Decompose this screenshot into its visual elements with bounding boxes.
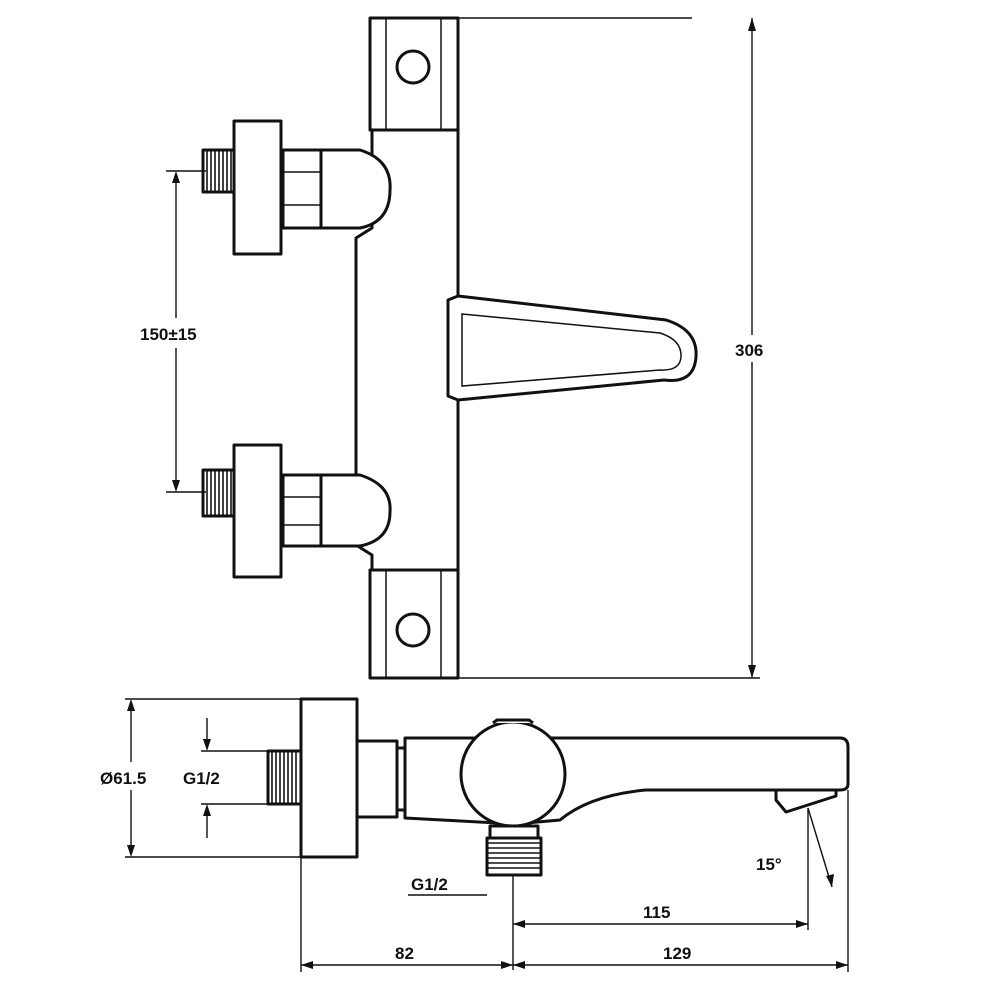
outlet-to-spout-dimension: 115 — [512, 875, 808, 970]
outlet-to-spout-end-label: 129 — [663, 944, 691, 963]
overall-height-dimension: 306 — [458, 17, 763, 679]
outlet-thread-dimension: G1/2 — [408, 875, 487, 896]
wall-flange — [299, 697, 359, 859]
connection-nut — [355, 739, 399, 819]
flange-diameter-dimension: Ø61.5 — [100, 698, 301, 858]
lower-inlet-thread — [201, 468, 236, 518]
side-view: Ø61.5 G1/2 G1/2 15° — [100, 697, 850, 972]
cartridge-housing — [459, 718, 567, 828]
wall-to-outlet-label: 82 — [395, 944, 414, 963]
outlet-thread-label: G1/2 — [411, 875, 448, 894]
inlet-spacing-dimension: 150±15 — [140, 170, 206, 493]
inlet-spacing-label: 150±15 — [140, 325, 197, 344]
bottom-end-cap — [368, 568, 460, 680]
flange-diameter-label: Ø61.5 — [100, 769, 146, 788]
front-spout — [446, 294, 698, 402]
front-view: 150±15 306 — [140, 16, 763, 680]
overall-height-label: 306 — [735, 341, 763, 360]
upper-inlet-assembly — [201, 119, 392, 256]
bottom-outlet-thread — [485, 824, 543, 877]
lower-inlet-assembly — [201, 443, 392, 579]
inlet-thread-label: G1/2 — [183, 769, 220, 788]
outlet-to-spout-label: 115 — [643, 903, 670, 922]
side-inlet-thread — [266, 749, 303, 806]
top-end-cap — [368, 16, 460, 132]
inlet-thread-dimension: G1/2 — [183, 718, 268, 838]
overall-length-dimension: 82 129 — [300, 790, 849, 972]
upper-inlet-thread — [201, 148, 236, 194]
spout-angle-dimension: 15° — [756, 807, 834, 930]
mixer-body — [354, 128, 460, 572]
aerator — [774, 788, 838, 814]
spout-angle-label: 15° — [756, 855, 782, 874]
